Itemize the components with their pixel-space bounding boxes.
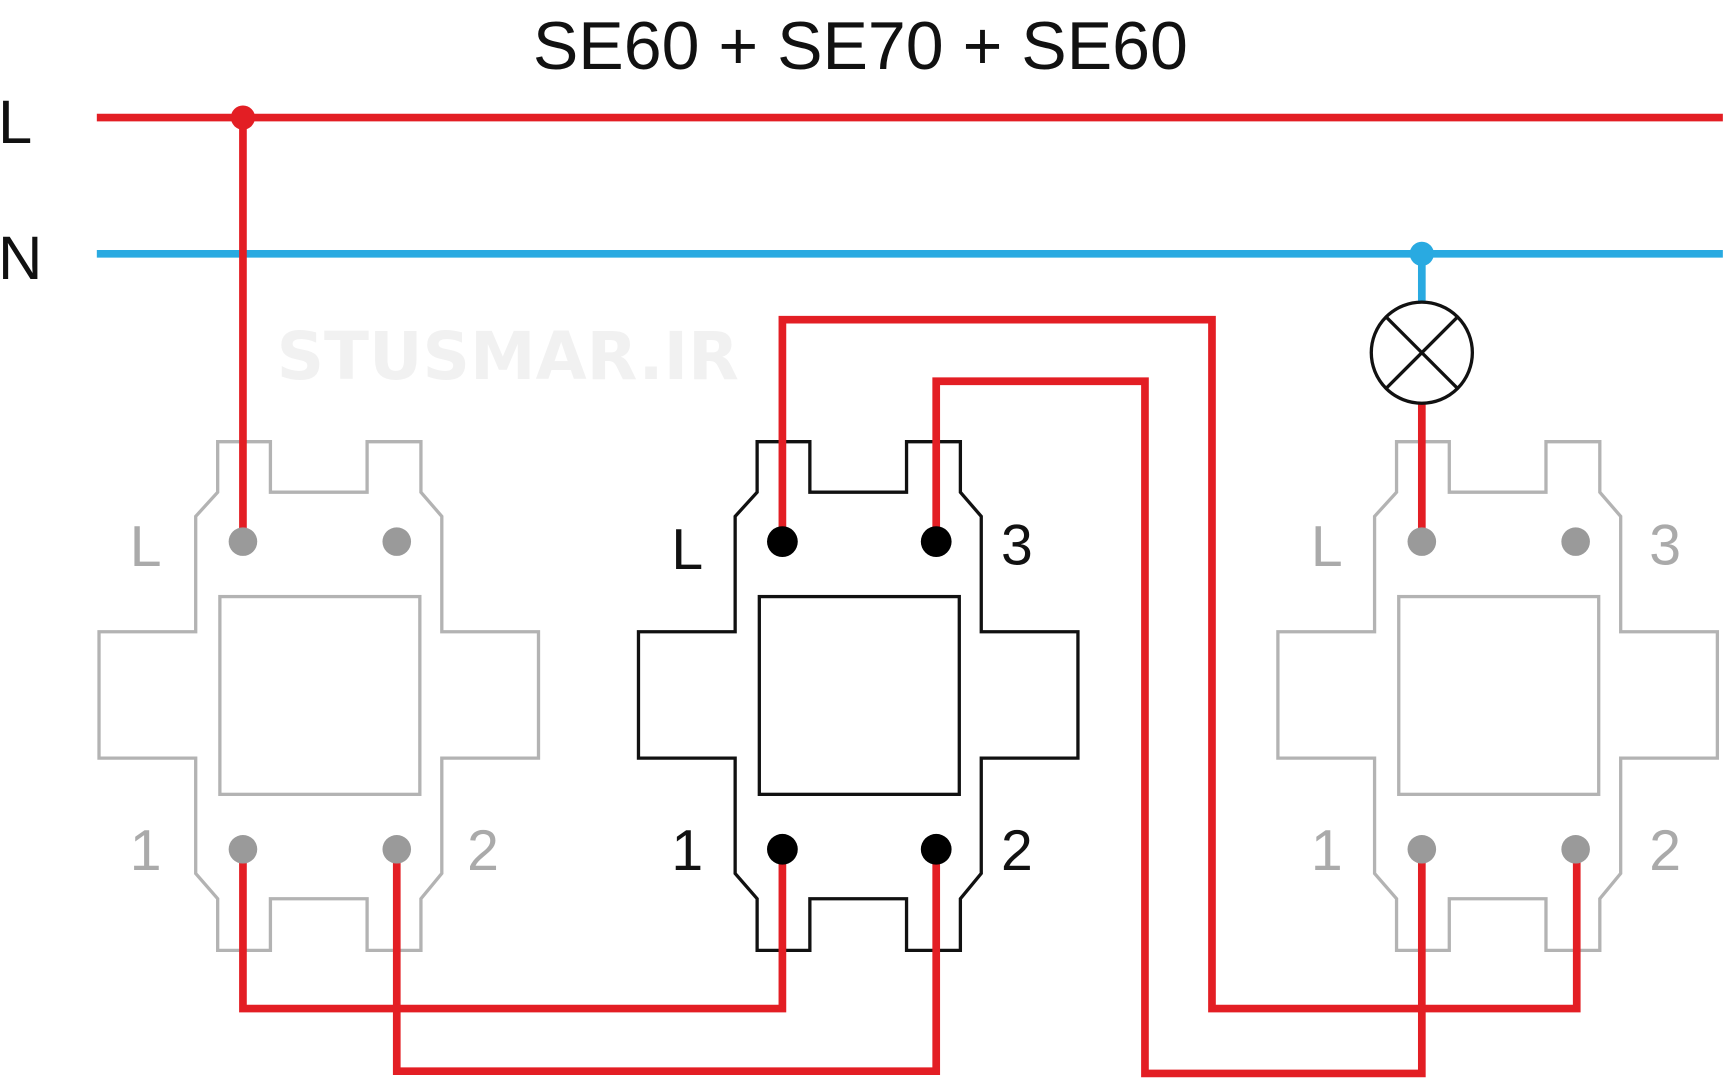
terminal-dot [920, 833, 952, 865]
wire-mid-3-to-right-1 [932, 377, 1426, 1078]
switch-module-left: L 1 2 [97, 440, 541, 953]
terminal-label-L: L [130, 515, 162, 579]
switch-module-right: L 3 1 2 [1276, 440, 1720, 953]
neutral-junction-dot [1409, 241, 1434, 266]
terminal-dot [382, 834, 412, 864]
terminal-label-3: 3 [1649, 514, 1681, 578]
terminal-label-2: 2 [1649, 819, 1681, 883]
terminal-label-L: L [671, 518, 703, 582]
terminal-dot [920, 526, 952, 558]
watermark: STUSMAR.IR [277, 318, 739, 395]
terminal-dot [1407, 527, 1437, 556]
wire-left-1-to-mid-1 [239, 849, 787, 1013]
switch-module-middle: L 3 1 2 [636, 440, 1080, 953]
terminal-dot [228, 834, 258, 864]
terminal-label-L: L [1311, 515, 1343, 579]
diagram-title: SE60 + SE70 + SE60 [533, 8, 1188, 84]
terminal-label-1: 1 [1311, 819, 1343, 883]
module-center [218, 594, 422, 796]
terminal-dot [1561, 527, 1590, 556]
terminal-dot [382, 527, 412, 556]
terminal-label-1: 1 [671, 819, 703, 883]
terminal-dot [767, 833, 798, 865]
module-center [757, 594, 961, 796]
terminal-label-2: 2 [467, 819, 499, 883]
wire-left-2-to-mid-2 [392, 849, 941, 1076]
wires [239, 117, 1581, 1078]
terminal-label-2: 2 [1001, 819, 1033, 883]
terminal-label-1: 1 [130, 819, 162, 883]
wire-mid-L-to-right-2 [778, 315, 1581, 1013]
lamp-icon [1369, 300, 1475, 405]
module-center [1397, 594, 1601, 796]
neutral-bus-label: N [0, 224, 42, 293]
live-junction-dot [230, 105, 256, 130]
live-bus-label: L [0, 88, 32, 157]
terminals [228, 526, 1590, 865]
terminal-label-3: 3 [1001, 514, 1033, 578]
terminal-dot [1561, 834, 1590, 864]
terminal-dot [1407, 834, 1437, 864]
terminal-dot [228, 527, 258, 556]
terminal-dot [767, 526, 798, 558]
